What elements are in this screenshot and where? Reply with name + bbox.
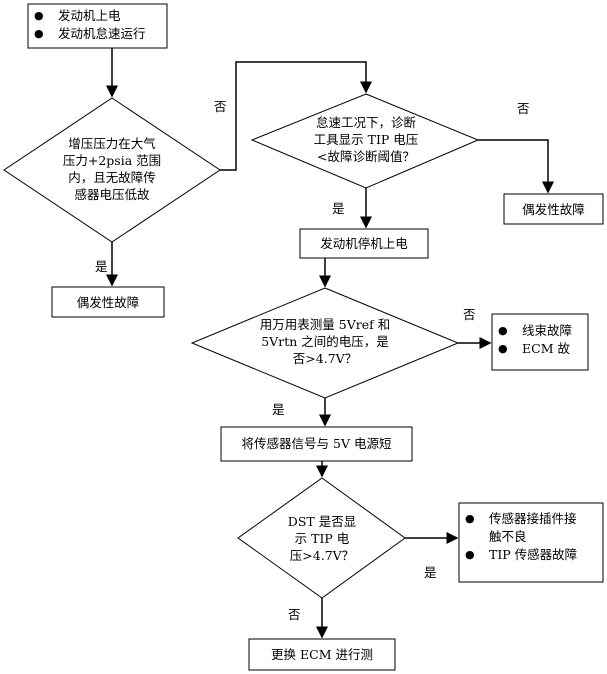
decision4-line-1: DST 是否显 <box>287 514 357 529</box>
final-step-box <box>248 638 396 671</box>
decision1-line-3: 内，且无故障传 <box>68 170 156 185</box>
result1-text: 偶发性故障 <box>76 295 140 310</box>
decision4-line-3: 压>4.7V？ <box>289 548 355 563</box>
final-step-text: 更换 ECM 进行测 <box>271 647 373 662</box>
decision1-line-4: 感器电压低故 <box>74 187 150 202</box>
decision3-line-1: 用万用表测量 5Vref 和 <box>259 317 391 332</box>
decision4-line-2: 示 TIP 电 <box>294 531 350 546</box>
decision3-line-2: 5Vrtn 之间的电压，是 <box>261 334 389 349</box>
result4-item-1-line-2: 触不良 <box>489 529 527 544</box>
decision3-no-label: 否 <box>463 307 476 322</box>
result4-item-1-line-1: 传感器接插件接 <box>489 511 577 526</box>
result2-text: 偶发性故障 <box>522 202 585 217</box>
decision2-text: 怠速工况下，诊断 工具显示 TIP 电压 <故障诊断阈值？ <box>286 114 446 165</box>
decision3-line-3: 否>4.7V？ <box>292 351 358 366</box>
decision4-no-label: 否 <box>288 607 301 622</box>
start-box-text: 发动机上电 发动机怠速运行 <box>28 7 167 43</box>
connector-decision1-no <box>220 61 372 171</box>
decision2-line-2: 工具显示 TIP 电压 <box>313 132 419 147</box>
result4-item-2: TIP 传感器故障 <box>459 546 603 564</box>
decision1-line-1: 增压压力在大气 <box>68 136 156 151</box>
decision2-no-label: 否 <box>517 101 530 116</box>
decision4-yes-label: 是 <box>424 565 437 580</box>
decision2-yes-label: 是 <box>332 201 345 216</box>
decision4-text: DST 是否显 示 TIP 电 压>4.7V？ <box>267 513 377 564</box>
connector-decision2-no <box>478 139 554 194</box>
decision3-yes-label: 是 <box>272 402 285 417</box>
decision2-line-1: 怠速工况下，诊断 <box>315 115 416 130</box>
decision1-yes-label: 是 <box>95 259 108 274</box>
step-short-box <box>220 426 413 462</box>
step-short-text: 将传感器信号与 5V 电源短 <box>241 436 392 451</box>
decision2-line-3: <故障诊断阈值？ <box>317 149 415 164</box>
step-engine-off-text: 发动机停机上电 <box>320 236 408 251</box>
result3-text: 线束故障 ECM 故 <box>492 322 588 368</box>
decision1-line-2: 压力+2psia 范围 <box>62 153 162 168</box>
result3-item-2: ECM 故 <box>492 340 588 358</box>
result1-box <box>51 286 165 318</box>
decision3-text: 用万用表测量 5Vref 和 5Vrtn 之间的电压，是 否>4.7V？ <box>232 316 418 367</box>
step-engine-off-box <box>299 228 429 259</box>
start-item-1: 发动机上电 <box>28 7 167 25</box>
decision1-no-label: 否 <box>214 99 227 114</box>
decision1-text: 增压压力在大气 压力+2psia 范围 内，且无故障传 感器电压低故 <box>36 135 188 203</box>
result3-item-1: 线束故障 <box>492 322 588 340</box>
result2-box <box>503 193 604 225</box>
start-item-2: 发动机怠速运行 <box>28 25 167 43</box>
